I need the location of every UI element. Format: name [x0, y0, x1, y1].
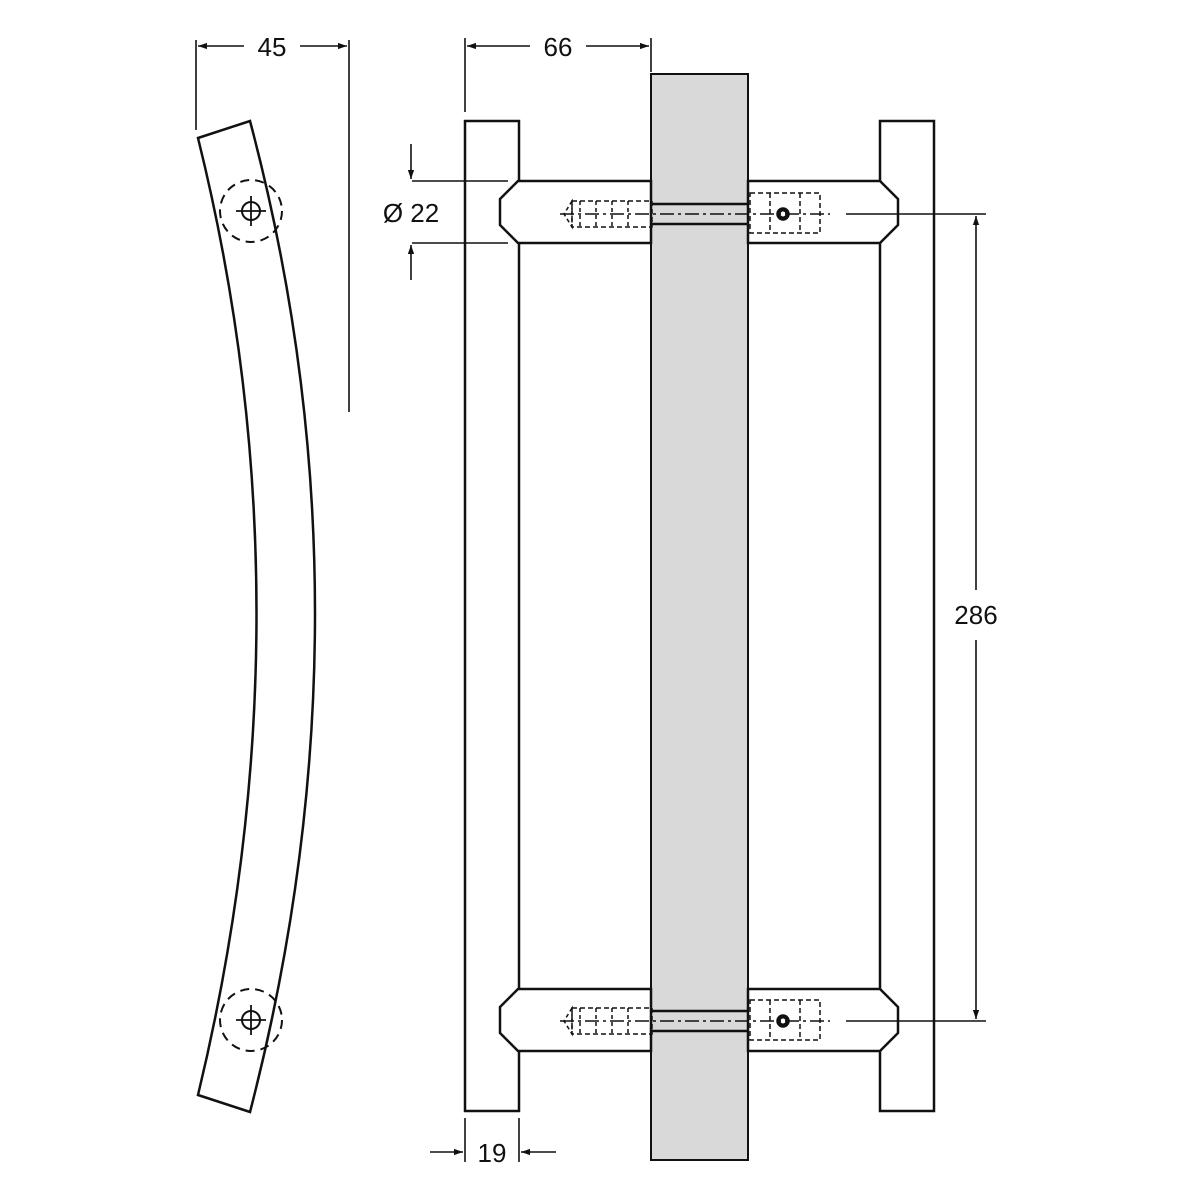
- dimension-diameter: [407, 144, 508, 280]
- glass-panel: [650, 73, 749, 1161]
- dimension-projection: [464, 38, 652, 112]
- side-view: [196, 119, 317, 1114]
- curved-handle-outline: [196, 119, 317, 1114]
- dimension-label-diameter: Ø 22: [383, 198, 439, 228]
- bottom-standoff: [498, 987, 900, 1053]
- bottom-fixing-bolt-hidden: [560, 999, 830, 1041]
- dimension-label-grip-width: 19: [478, 1138, 507, 1168]
- lower-fixing-point: [219, 988, 283, 1052]
- dimension-grip-width: [430, 1118, 556, 1162]
- top-standoff: [498, 179, 900, 245]
- dimension-handle-depth: [195, 40, 350, 412]
- dimension-label-projection: 66: [544, 32, 573, 62]
- left-grip-bar: [463, 119, 521, 1113]
- upper-fixing-point: [219, 179, 283, 243]
- top-fixing-bolt-hidden: [560, 192, 830, 234]
- right-grip-bar: [878, 119, 936, 1113]
- dimension-label-handle-depth: 45: [258, 32, 287, 62]
- dimension-label-centres: 286: [954, 600, 997, 630]
- dimension-centres: [846, 213, 986, 1022]
